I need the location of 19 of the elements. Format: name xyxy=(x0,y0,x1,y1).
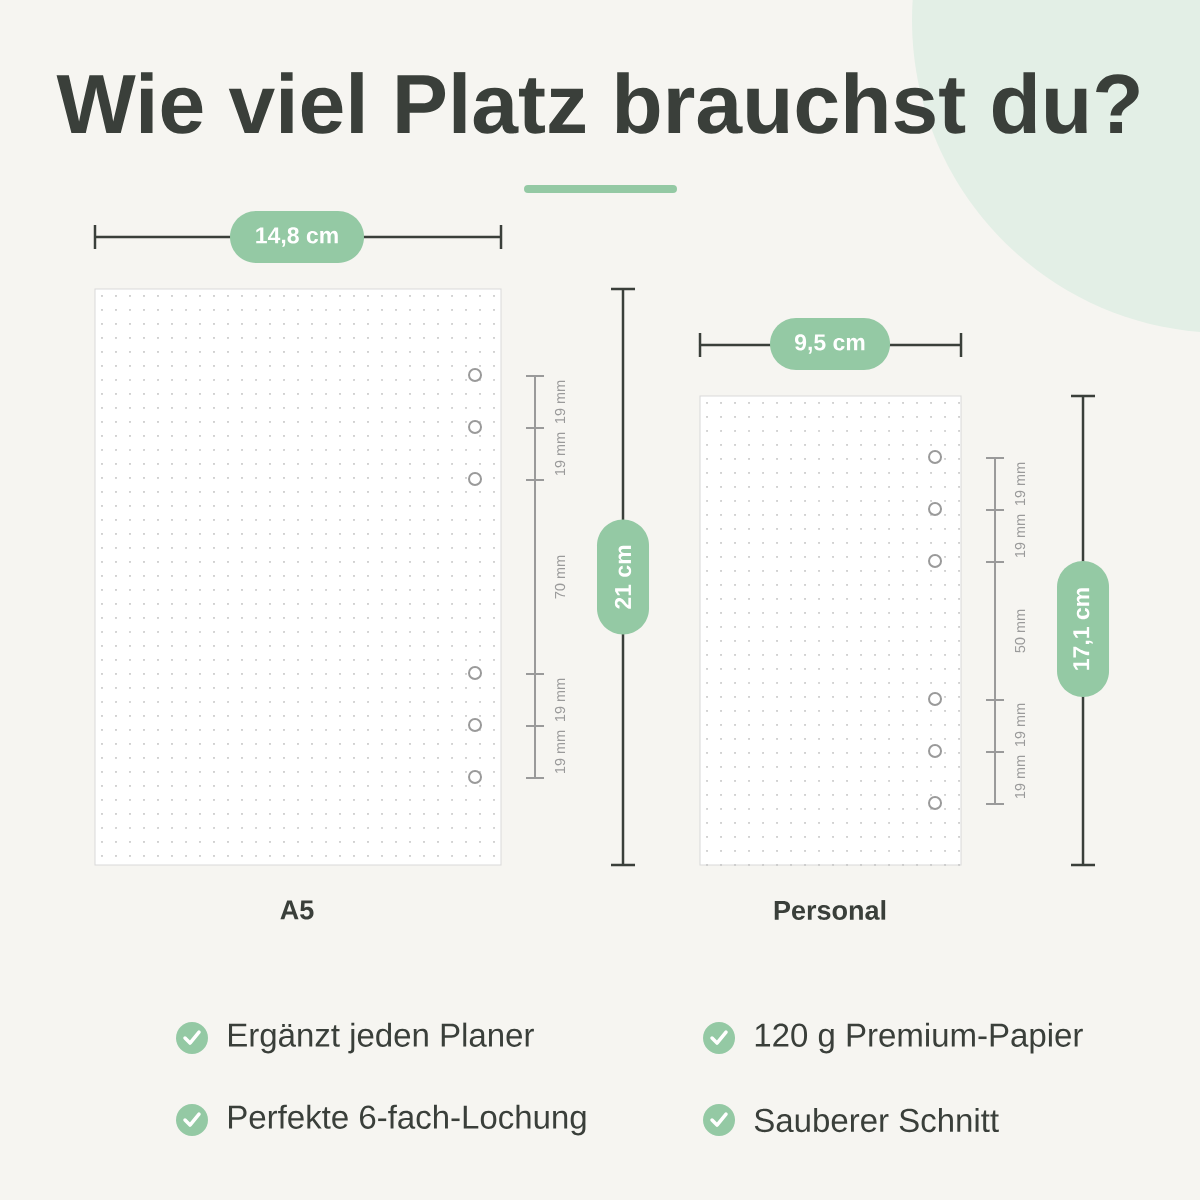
feature-text: Ergänzt jeden Planer xyxy=(229,1022,534,1054)
title: Wie viel Platz brauchst du? xyxy=(56,72,1139,134)
dimension-label: 19 mm xyxy=(1014,703,1026,747)
feature-text: Sauberer Schnitt xyxy=(754,1107,999,1133)
dimension-label: 19 mm xyxy=(1014,755,1026,799)
format-label: A5 xyxy=(280,900,314,920)
dimension-label: 19 mm xyxy=(1014,462,1026,506)
dimension-pill: 14,8 cm xyxy=(230,211,364,263)
format-label: Personal xyxy=(774,900,886,920)
dimension-label: 19 mm xyxy=(554,678,566,722)
dimension-label: 70 mm xyxy=(554,555,566,599)
dimension-label: 50 mm xyxy=(1014,609,1026,653)
dimension-label: 19 mm xyxy=(1014,514,1026,558)
dimension-label: 19 mm xyxy=(554,380,566,424)
dimension-label: 19 mm xyxy=(554,432,566,476)
feature-text: Perfekte 6-fach-Lochung xyxy=(229,1104,586,1136)
dimension-pill: 9,5 cm xyxy=(770,318,891,370)
dimension-label: 19 mm xyxy=(554,730,566,774)
feature-text: 120 g Premium-Papier xyxy=(755,1022,1083,1054)
